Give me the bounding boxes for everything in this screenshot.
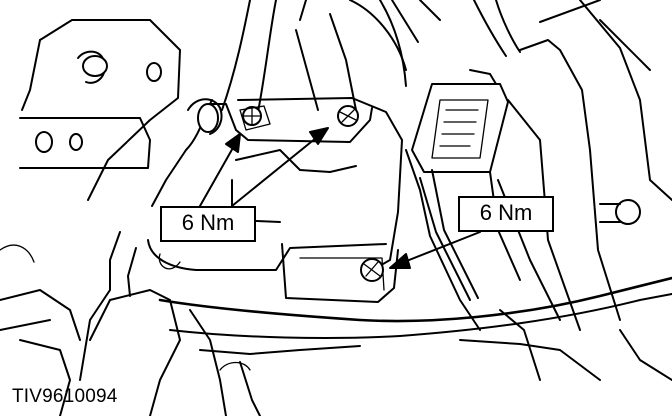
plate-hole [69,133,83,151]
torque-value-right: 6 Nm [479,200,533,225]
electrical-connector-icon [411,83,509,173]
arrow-icon [231,137,317,207]
figure-id-label: TIV9610094 [12,386,118,407]
stud-top [197,103,219,133]
bracket-bolt-icon [82,55,108,77]
torque-callout-right: 6 Nm [458,196,554,232]
plate-hole [35,131,53,153]
arrow-icon [199,145,235,207]
torque-value-left: 6 Nm [181,210,235,235]
right-bolt [615,199,641,225]
arrow-icon [403,231,481,263]
torque-callout-left: 6 Nm [160,206,256,242]
